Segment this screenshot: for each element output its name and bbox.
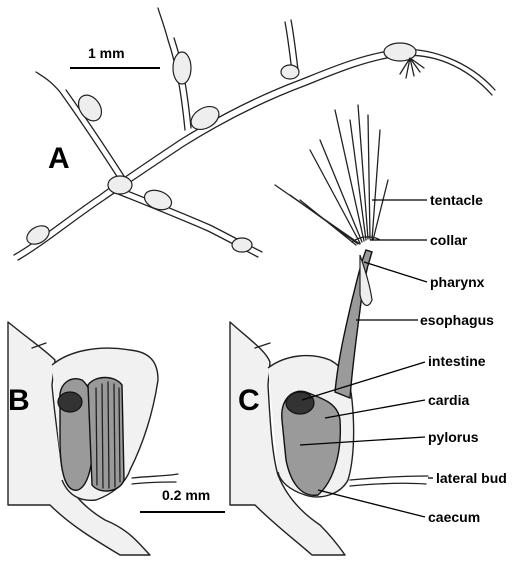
label-cardia: cardia bbox=[428, 392, 469, 408]
leader-pharynx bbox=[364, 262, 427, 282]
scale-bar-top-label: 1 mm bbox=[88, 45, 125, 61]
panel-label-c: C bbox=[238, 384, 260, 417]
leader-caecum bbox=[318, 490, 425, 517]
panel-label-a: A bbox=[48, 142, 70, 175]
label-intestine: intestine bbox=[428, 353, 486, 369]
label-collar: collar bbox=[430, 232, 468, 248]
colony-drawing bbox=[14, 8, 495, 260]
scale-bar-bottom-label: 0.2 mm bbox=[162, 487, 210, 503]
label-caecum: caecum bbox=[428, 509, 480, 525]
label-lateral-bud: lateral bud bbox=[436, 470, 507, 486]
label-tentacle: tentacle bbox=[430, 192, 483, 208]
label-pharynx: pharynx bbox=[430, 274, 485, 290]
zooid-c-drawing bbox=[230, 105, 428, 555]
label-pylorus: pylorus bbox=[428, 429, 479, 445]
zooid-b-drawing bbox=[8, 322, 178, 555]
label-esophagus: esophagus bbox=[420, 312, 494, 328]
panel-label-b: B bbox=[8, 384, 30, 417]
